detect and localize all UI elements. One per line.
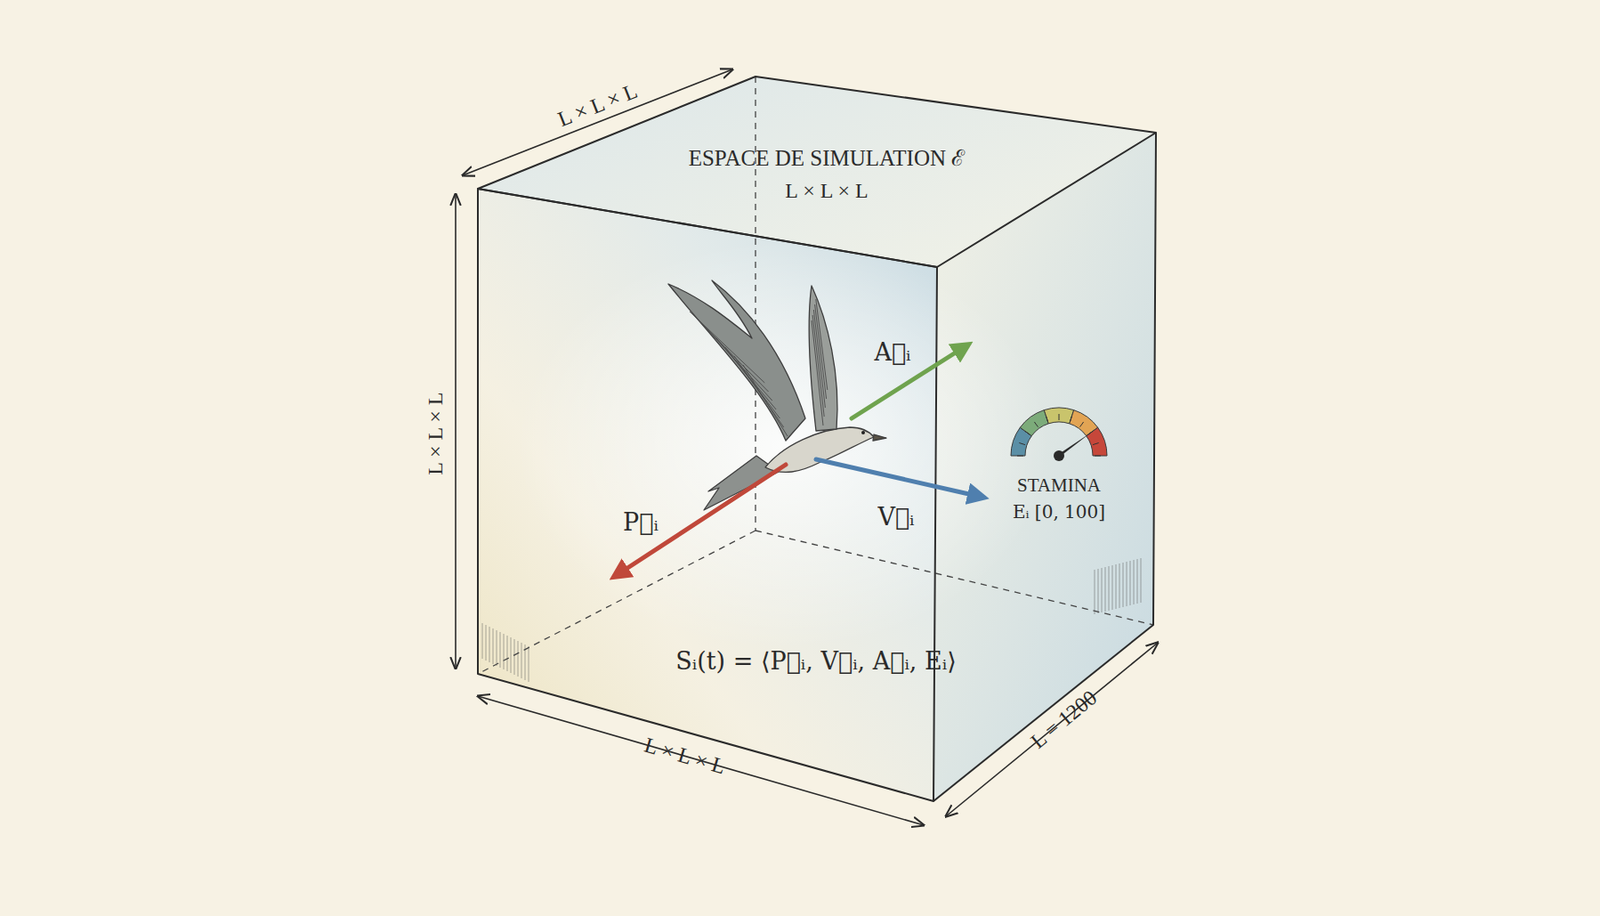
vector-label: V⃗ᵢ xyxy=(877,503,914,531)
gauge-tick xyxy=(1025,430,1031,435)
gauge-hub xyxy=(1053,450,1065,461)
vector-label: A⃗ᵢ xyxy=(873,339,911,366)
feather-line xyxy=(689,311,765,383)
gauge-tick xyxy=(1069,415,1072,422)
gauge-segment xyxy=(1043,407,1074,424)
dimension-label: L × L × L xyxy=(555,79,641,132)
gauge-tick xyxy=(1080,421,1084,428)
gauge-tick xyxy=(1058,413,1060,421)
corner-hatching xyxy=(482,557,1141,682)
space-size: L × L × L xyxy=(784,178,868,203)
dimension-label: L × L × L xyxy=(424,391,448,475)
visible-edges xyxy=(477,76,1156,801)
bird-left-wing xyxy=(668,280,806,441)
dimension-label: L × L × L xyxy=(642,732,729,778)
velocity-arrow xyxy=(816,459,981,497)
dimension-arrows xyxy=(455,69,1158,825)
dimension-label: L = 1200 xyxy=(1026,685,1102,753)
hidden-edges xyxy=(477,76,1154,674)
feather-line xyxy=(698,320,769,392)
state-formula: Sᵢ(t) = ⟨P⃗ᵢ, V⃗ᵢ, A⃗ᵢ, Eᵢ⟩ xyxy=(675,647,956,675)
gauge-range: Eᵢ [0, 100] xyxy=(1012,501,1106,522)
gauge-title: STAMINA xyxy=(1017,475,1101,496)
gauge-segment xyxy=(1019,410,1049,437)
light-glow xyxy=(516,240,1051,650)
gauge-tick xyxy=(1034,421,1038,428)
gauge-tick xyxy=(1094,455,1101,457)
gauge-tick xyxy=(1045,415,1048,422)
feather-line xyxy=(815,304,827,399)
simulation-cube xyxy=(477,76,1156,801)
gauge-segment xyxy=(1086,427,1108,456)
gauge-tick xyxy=(1018,442,1026,445)
feather-line xyxy=(707,329,773,401)
feather-line xyxy=(816,298,828,390)
gauge-tick xyxy=(1017,455,1024,457)
space-title: ESPACE DE SIMULATION ℰ xyxy=(688,145,966,171)
vector-label: P⃗ᵢ xyxy=(622,509,659,536)
bird-beak xyxy=(872,434,887,441)
position-arrow xyxy=(616,464,786,575)
bird-eye xyxy=(861,430,865,435)
bird-right-wing xyxy=(808,285,838,431)
vector-arrows xyxy=(616,346,981,575)
gauge-tick xyxy=(1092,442,1099,445)
bird xyxy=(668,280,887,510)
stamina-gauge xyxy=(1010,407,1108,461)
